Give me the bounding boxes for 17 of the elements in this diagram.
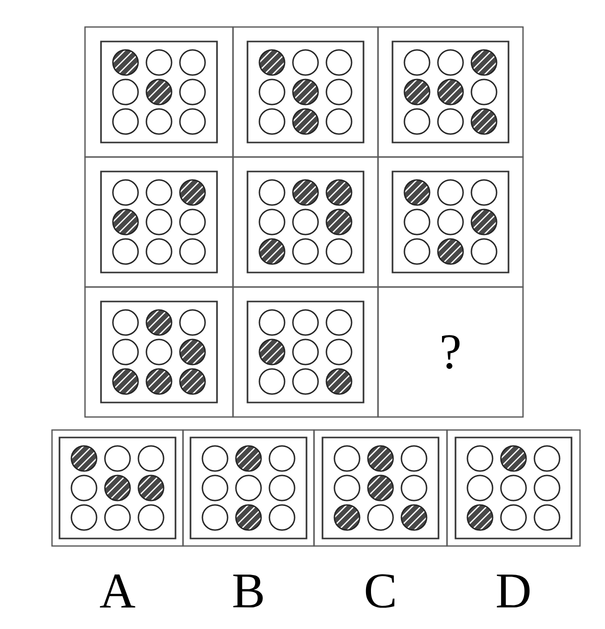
grid-cell [377,156,524,288]
option-cell [51,429,184,547]
option-cell [446,429,581,547]
grid-cell [84,156,234,288]
grid-cell [377,26,524,158]
grid-cell [232,286,379,418]
option-letter: A [100,574,136,608]
grid-cell [84,286,234,418]
option-letter: B [233,574,263,608]
question-cell: ? [377,286,524,418]
option-cell [182,429,315,547]
option-cell [313,429,448,547]
option-letter: D [496,574,530,608]
grid-cell [232,156,379,288]
grid-cell [84,26,234,158]
option-letter: C [366,574,394,608]
grid-cell [232,26,379,158]
